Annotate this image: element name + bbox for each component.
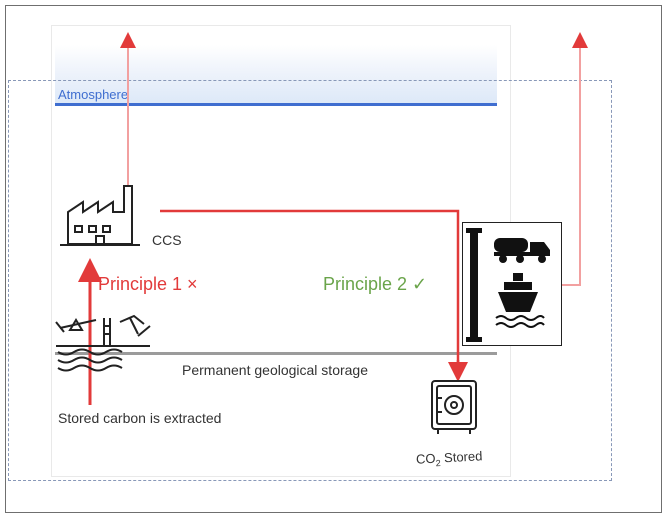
oil-pump-icon xyxy=(55,314,151,372)
ground-line xyxy=(55,352,497,355)
factory-icon xyxy=(60,185,140,246)
atmosphere-label: Atmosphere xyxy=(58,87,129,102)
storage-label: Permanent geological storage xyxy=(182,362,369,378)
co2-main: CO xyxy=(415,450,436,467)
atmosphere-boundary xyxy=(55,103,497,106)
tanker-truck-icon xyxy=(494,238,550,263)
extraction-label: Stored carbon is extracted xyxy=(58,410,222,426)
emission-line-right xyxy=(562,40,581,286)
outer-frame xyxy=(5,5,662,513)
capture-flow-line xyxy=(160,209,460,372)
ccs-label: CCS xyxy=(152,232,182,248)
safe-icon xyxy=(431,380,477,434)
system-boundary xyxy=(8,80,612,481)
co2-rest: Stored xyxy=(440,448,483,466)
principle-2-label: Principle 2 ✓ xyxy=(323,274,428,294)
co2-stored-label: CO2 Stored xyxy=(416,448,483,469)
principle-1-label: Principle 1 × xyxy=(98,274,198,294)
pipeline-icon xyxy=(466,228,482,342)
ship-icon xyxy=(495,273,545,328)
